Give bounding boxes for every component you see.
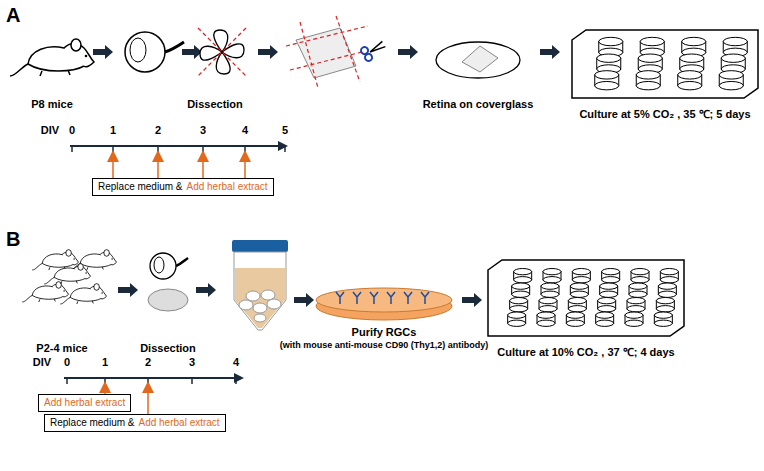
caption-label: 0 [64,356,70,369]
caption-label: Dissection [140,342,196,355]
caption-label: Retina on coverglass [423,98,534,111]
caption-label: DIV [41,124,59,137]
caption-label: 4 [233,356,239,369]
step-text: Add herbal extract [138,417,219,428]
caption-label: Dissection [187,98,243,111]
panel-letter: B [6,228,20,251]
caption-label: 2 [145,356,151,369]
caption-label: Culture at 5% CO₂ , 35 ℃; 5 days [579,108,750,121]
tube [232,240,288,330]
caption-label: P2-4 mice [36,342,87,355]
step-text: Replace medium & [98,181,182,192]
caption-label: 1 [102,356,108,369]
panel-letter: A [6,4,20,27]
coverglass [436,42,520,78]
caption-label: Purify RGCs [352,326,417,339]
caption-label: 3 [189,356,195,369]
well-plate [488,260,684,336]
caption-label: 1 [110,124,116,137]
caption-label: Culture at 10% CO₂ , 37 ℃; 4 days [497,346,674,359]
step-text: Add herbal extract [44,397,125,408]
step-box: Replace medium & Add herbal extract [44,414,226,432]
step-box: Replace medium & Add herbal extract [92,178,274,196]
caption-label: 4 [242,124,248,137]
well-plate [572,30,758,98]
caption-label: 2 [155,124,161,137]
caption-label: (with mouse anti-mouse CD90 (Thy1,2) ant… [280,340,489,350]
eye [125,32,184,72]
step-box: Add herbal extract [38,394,131,412]
cut-retina [286,16,388,88]
caption-label: 5 [282,124,288,137]
step-text: Add herbal extract [186,181,267,192]
flattened-retina [198,28,246,76]
caption-label: P8 mice [31,98,73,111]
caption-label: 3 [200,124,206,137]
caption-label: DIV [33,356,51,369]
step-text: Replace medium & [50,417,134,428]
eye [148,253,188,311]
caption-label: 0 [69,124,75,137]
petri-dish [316,288,452,320]
